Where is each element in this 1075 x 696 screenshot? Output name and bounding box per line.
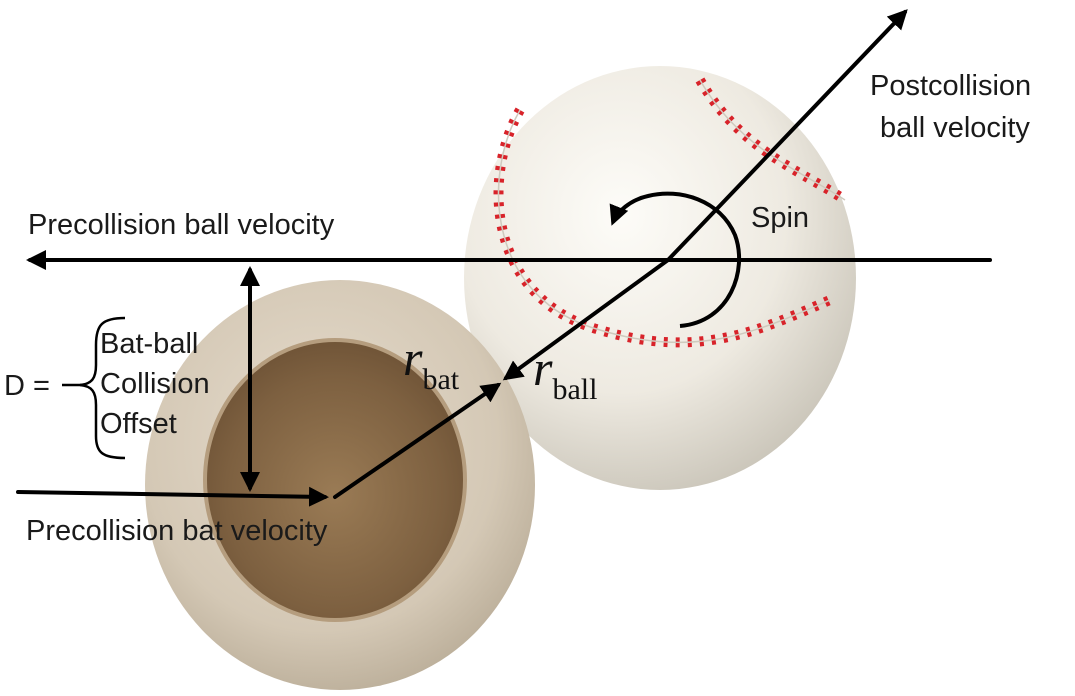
precollision-bat-label: Precollision bat velocity xyxy=(26,515,328,547)
baseball-image xyxy=(464,66,856,490)
offset-label-line2: Collision xyxy=(100,368,210,400)
offset-label-line1: Bat-ball xyxy=(100,328,198,360)
spin-arrow-icon xyxy=(609,191,741,328)
precollision-bat-velocity-arrow xyxy=(16,486,329,507)
offset-label-line3: Offset xyxy=(100,408,177,440)
r-ball-label: rball xyxy=(533,340,597,406)
r-bat-label: rbat xyxy=(403,330,460,396)
bat-end-image xyxy=(145,280,535,690)
postcollision-ball-velocity-arrow xyxy=(666,9,908,262)
precollision-ball-label: Precollision ball velocity xyxy=(28,209,335,241)
postcollision-label-line2: ball velocity xyxy=(880,112,1030,144)
postcollision-label-line1: Postcollision xyxy=(870,70,1031,102)
r-ball-line xyxy=(502,258,670,381)
r-bat-line xyxy=(333,382,502,499)
spin-label: Spin xyxy=(751,202,809,234)
d-prefix-label: D = xyxy=(4,370,50,402)
